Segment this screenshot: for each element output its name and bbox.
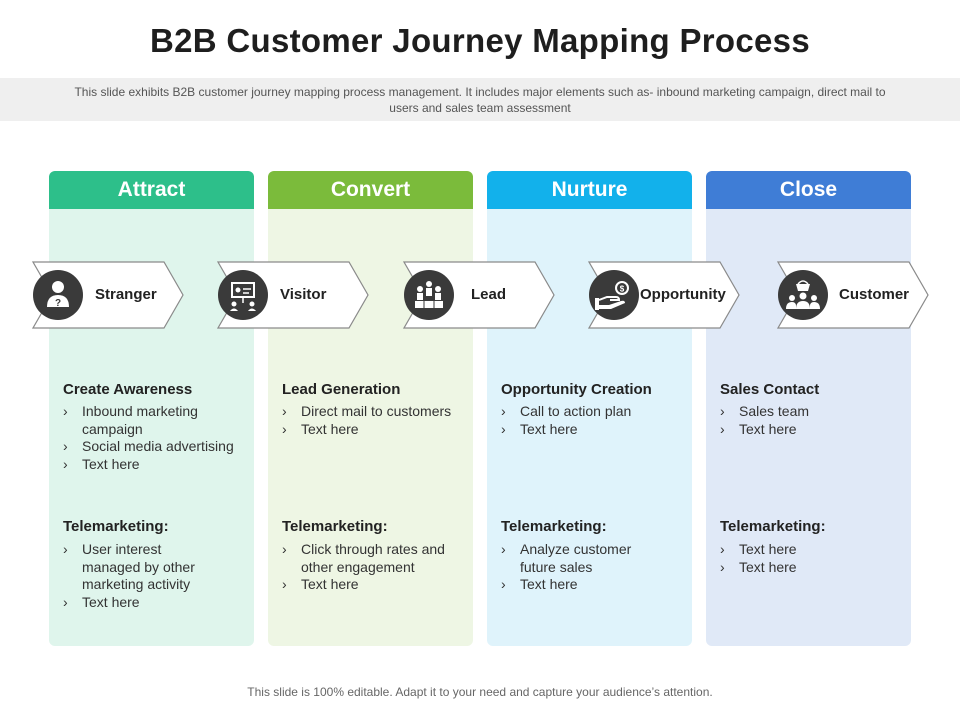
list-item: Analyze customer future sales bbox=[501, 541, 650, 576]
section-title: Opportunity Creation bbox=[501, 381, 652, 398]
list-item: Text here bbox=[63, 456, 248, 474]
stage-label: Opportunity bbox=[640, 286, 726, 303]
column-nurture: Nurture Opportunity Creation Call to act… bbox=[487, 171, 692, 646]
question-person-icon: ? bbox=[33, 270, 83, 320]
column-header: Close bbox=[706, 171, 911, 209]
stage-label: Lead bbox=[471, 286, 507, 303]
stage-lead: Lead bbox=[403, 261, 555, 329]
list-item: Text here bbox=[63, 594, 248, 612]
section-title: Telemarketing: bbox=[720, 518, 826, 535]
list-item: Text here bbox=[501, 576, 686, 594]
stage-label: Customer bbox=[839, 286, 910, 303]
bullet-list: Text here Text here bbox=[720, 541, 905, 576]
list-item: Social media advertising bbox=[63, 438, 248, 456]
stage-customer: Customer bbox=[777, 261, 929, 329]
column-attract: Attract Create Awareness Inbound marketi… bbox=[49, 171, 254, 646]
stage-label: Visitor bbox=[280, 286, 327, 303]
podium-people-icon bbox=[404, 270, 454, 320]
column-convert: Convert Lead Generation Direct mail to c… bbox=[268, 171, 473, 646]
section-title: Telemarketing: bbox=[501, 518, 607, 535]
bullet-list: User interest managed by other marketing… bbox=[63, 541, 248, 611]
svg-text:?: ? bbox=[55, 298, 61, 309]
list-item: Sales team bbox=[720, 403, 905, 421]
footer-note: This slide is 100% editable. Adapt it to… bbox=[247, 685, 713, 699]
column-header: Nurture bbox=[487, 171, 692, 209]
list-item: Inbound marketing campaign bbox=[63, 403, 222, 438]
hand-coin-icon: $ bbox=[589, 270, 639, 320]
subtitle-band bbox=[0, 78, 960, 121]
section-title: Sales Contact bbox=[720, 381, 820, 398]
presentation-icon bbox=[218, 270, 268, 320]
column-header: Attract bbox=[49, 171, 254, 209]
list-item: Call to action plan bbox=[501, 403, 686, 421]
stage-label: Stranger bbox=[95, 286, 157, 303]
list-item: Text here bbox=[720, 541, 905, 559]
bullet-list: Call to action plan Text here bbox=[501, 403, 686, 438]
list-item: Text here bbox=[501, 421, 686, 439]
stage-visitor: Visitor bbox=[217, 261, 369, 329]
list-item: Click through rates and other engagement bbox=[282, 541, 461, 576]
stage-opportunity: $ Opportunity bbox=[588, 261, 740, 329]
bullet-list: Click through rates and other engagement… bbox=[282, 541, 467, 594]
section-title: Telemarketing: bbox=[63, 518, 169, 535]
column-body: Opportunity Creation Call to action plan… bbox=[487, 209, 692, 646]
bullet-list: Sales team Text here bbox=[720, 403, 905, 438]
section-title: Create Awareness bbox=[63, 381, 193, 398]
customer-group-icon bbox=[778, 270, 828, 320]
bullet-list: Analyze customer future sales Text here bbox=[501, 541, 686, 594]
column-close: Close Sales Contact Sales team Text here… bbox=[706, 171, 911, 646]
column-header: Convert bbox=[268, 171, 473, 209]
list-item: Direct mail to customers bbox=[282, 403, 467, 421]
section-title: Telemarketing: bbox=[282, 518, 388, 535]
list-item: User interest managed by other marketing… bbox=[63, 541, 217, 594]
list-item: Text here bbox=[282, 576, 467, 594]
section-title: Lead Generation bbox=[282, 381, 401, 398]
bullet-list: Inbound marketing campaign Social media … bbox=[63, 403, 248, 473]
list-item: Text here bbox=[720, 421, 905, 439]
svg-text:$: $ bbox=[620, 285, 625, 294]
list-item: Text here bbox=[720, 559, 905, 577]
page-title: B2B Customer Journey Mapping Process bbox=[150, 22, 810, 59]
stage-stranger: ? Stranger bbox=[32, 261, 184, 329]
bullet-list: Direct mail to customers Text here bbox=[282, 403, 467, 438]
page-subtitle: This slide exhibits B2B customer journey… bbox=[74, 85, 886, 115]
list-item: Text here bbox=[282, 421, 467, 439]
